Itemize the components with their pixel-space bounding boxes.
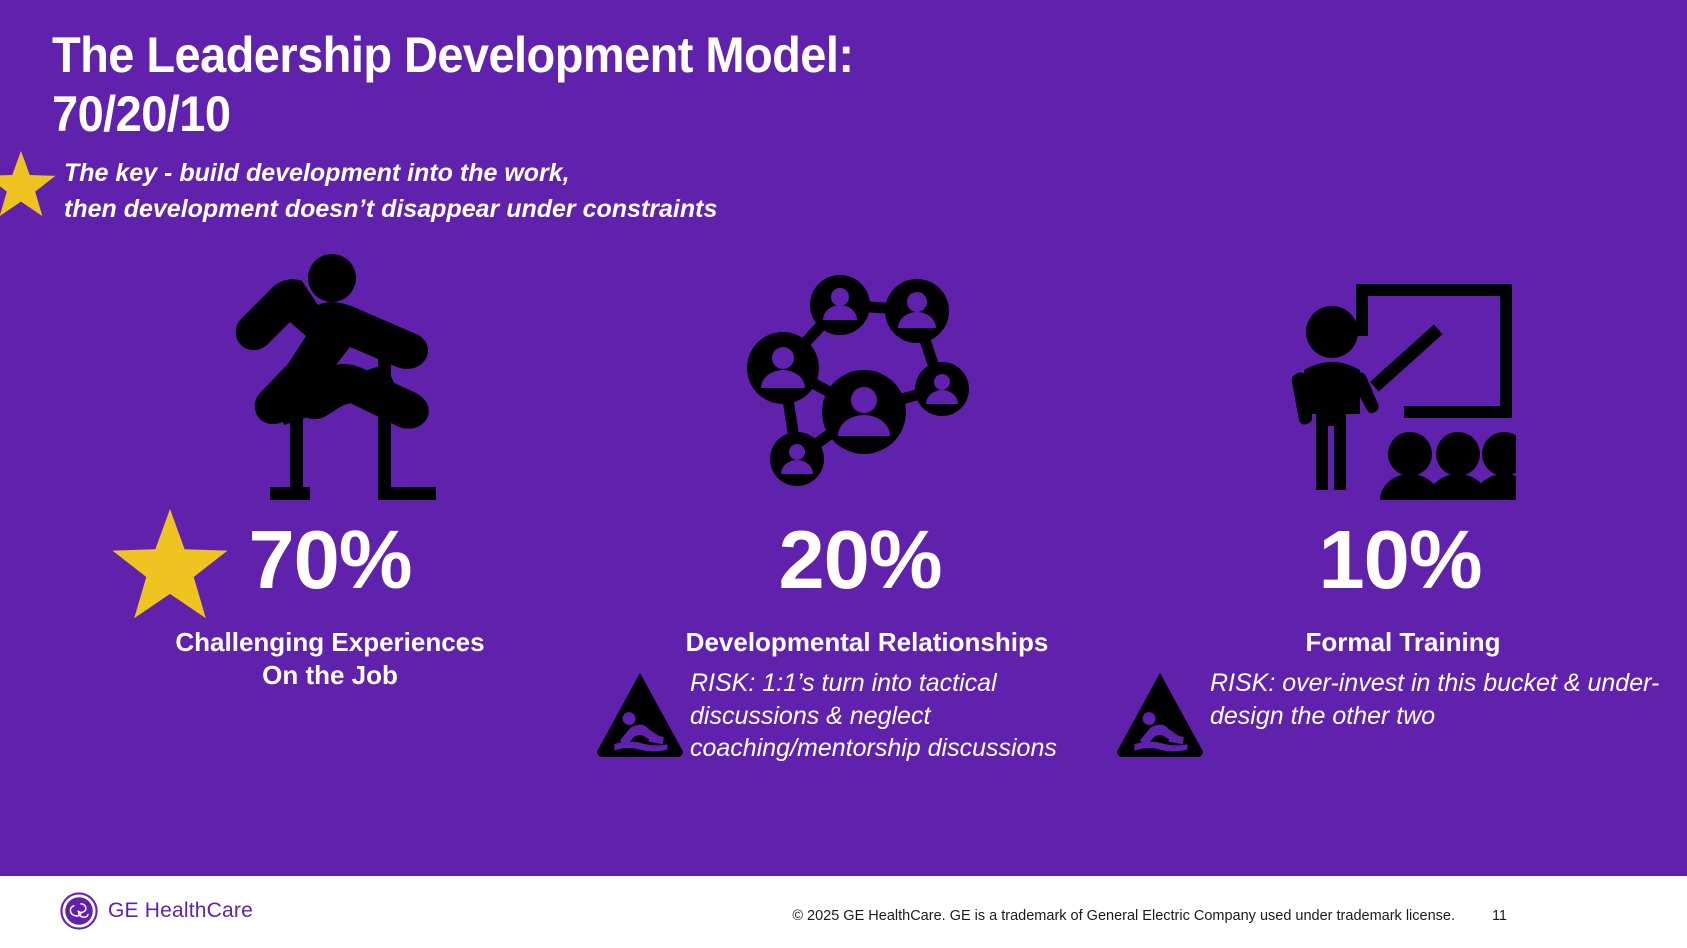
brand-name: GE HealthCare <box>108 899 253 922</box>
star-icon <box>112 508 228 619</box>
star-icon <box>0 150 56 217</box>
risk-text: RISK: over-invest in this bucket & under… <box>1210 669 1660 730</box>
risk-text: RISK: 1:1’s turn into tactical discussio… <box>690 669 1057 763</box>
slide-footer: GE HealthCare © 2025 GE HealthCare. GE i… <box>0 876 1687 948</box>
column-formal-training: 10% Formal Training RISK: over-invest in… <box>1116 250 1680 758</box>
ge-healthcare-logo: GE HealthCare <box>60 892 253 930</box>
percent-value: 70% <box>248 512 412 606</box>
percent-row-20: 20% <box>600 500 1120 618</box>
subtitle-block: The key - build development into the wor… <box>0 148 1100 238</box>
hurdler-icon <box>60 250 600 500</box>
slide-body: The Leadership Development Model: 70/20/… <box>0 0 1687 876</box>
percent-row-70: 70% <box>60 500 600 619</box>
slip-hazard-warning-icon <box>1116 672 1204 758</box>
people-network-icon <box>600 250 1120 500</box>
ge-monogram-icon <box>60 892 98 930</box>
column-caption: Developmental Relationships <box>685 627 1049 657</box>
classroom-training-icon <box>1120 250 1680 500</box>
column-caption: Challenging Experiences On the Job <box>175 627 485 691</box>
percent-value: 10% <box>1318 512 1482 606</box>
slip-hazard-warning-icon <box>596 672 684 758</box>
column-challenging-experiences: 70% Challenging Experiences On the Job <box>60 250 600 692</box>
column-caption: Formal Training <box>1305 627 1501 657</box>
copyright-text: © 2025 GE HealthCare. GE is a trademark … <box>792 908 1455 924</box>
risk-block: RISK: over-invest in this bucket & under… <box>1114 667 1680 758</box>
percent-value: 20% <box>778 512 942 606</box>
column-developmental-relationships: 20% Developmental Relationships RISK: 1:… <box>596 250 1120 765</box>
page-number: 11 <box>1491 908 1507 924</box>
page-title: The Leadership Development Model: 70/20/… <box>52 27 854 142</box>
risk-block: RISK: 1:1’s turn into tactical discussio… <box>594 667 1120 765</box>
subtitle-text: The key - build development into the wor… <box>64 159 718 223</box>
percent-row-10: 10% <box>1120 500 1680 618</box>
